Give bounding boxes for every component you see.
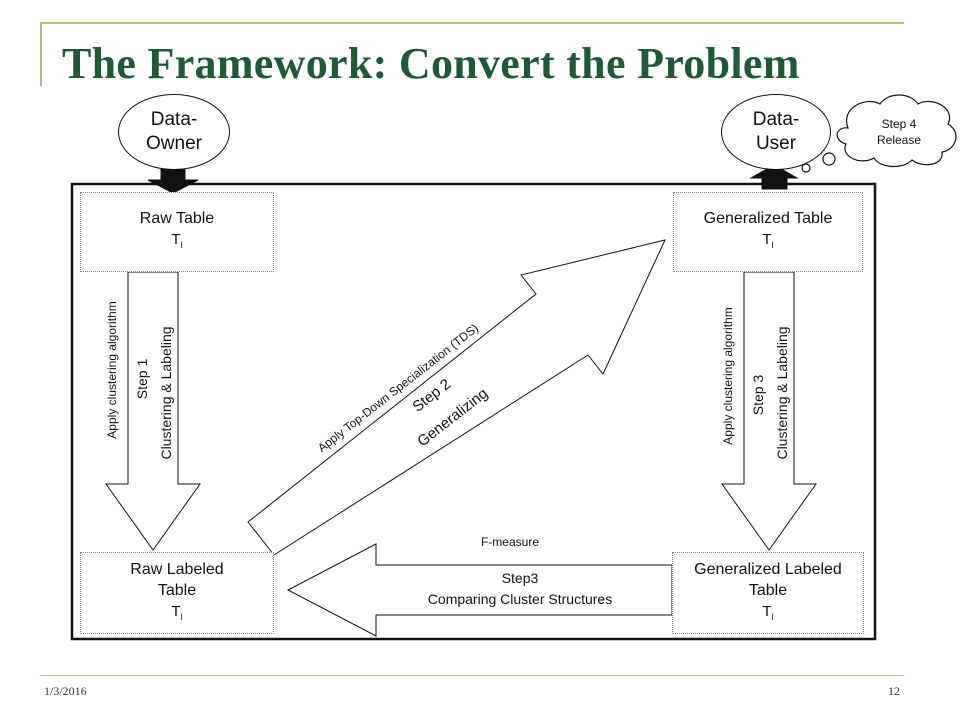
- slide-page-number: 12: [888, 684, 900, 698]
- step3-compare-title: Step3: [501, 570, 539, 586]
- generalized-table-box: Generalized Table Tl: [673, 192, 863, 272]
- release-cloud-line2: Release: [876, 133, 922, 147]
- release-cloud-line1: Step 4: [881, 117, 917, 131]
- owner-to-table-arrow: [147, 165, 199, 194]
- step3-subtitle: Clustering & Labeling: [774, 326, 790, 460]
- step3-side-label: Apply clustering algorithm: [721, 307, 735, 445]
- frame-line-left: [40, 22, 42, 86]
- release-cloud: [836, 94, 957, 168]
- generalized-labeled-table-label-line2: Table: [748, 581, 788, 599]
- raw-table-box: Raw Table Tl: [80, 192, 274, 272]
- raw-labeled-table-symbol: Tl: [171, 602, 183, 622]
- raw-labeled-table-label-line2: Table: [157, 581, 197, 599]
- generalized-table-symbol: Tl: [762, 231, 774, 250]
- table-to-user-arrow: [749, 164, 799, 190]
- step3-arrow: [721, 271, 817, 551]
- step1-title: Step 1: [134, 358, 150, 400]
- step2-arrow: [247, 239, 666, 556]
- step1-side-label: Apply clustering algorithm: [105, 301, 119, 439]
- f-measure-label: F-measure: [480, 535, 539, 549]
- generalized-labeled-table-label-line1: Generalized Labeled: [694, 560, 842, 578]
- step1-arrow: [105, 271, 201, 551]
- step3-title: Step 3: [750, 374, 766, 416]
- slide-date: 1/3/2016: [44, 684, 87, 698]
- raw-labeled-table-label-line1: Raw Labeled: [130, 560, 224, 578]
- data-user-ellipse: Data- User: [721, 94, 831, 170]
- data-user-label-line2: User: [755, 133, 797, 154]
- step3-compare-subtitle: Comparing Cluster Structures: [427, 591, 613, 607]
- release-cloud-text: Step 4 Release: [852, 116, 946, 148]
- generalized-labeled-table-symbol: Tl: [762, 602, 774, 622]
- data-owner-label-line2: Owner: [146, 133, 202, 154]
- framework-container: [70, 182, 877, 641]
- step1-subtitle: Clustering & Labeling: [158, 326, 174, 460]
- raw-labeled-table-box: Raw Labeled Table Tl: [80, 552, 274, 634]
- frame-line-bottom: [40, 675, 904, 676]
- generalized-labeled-table-box: Generalized Labeled Table Tl: [672, 552, 864, 634]
- frame-line-top: [40, 22, 904, 24]
- slide-title: The Framework: Convert the Problem: [62, 39, 800, 88]
- thought-bubble-small: [801, 163, 811, 173]
- generalized-table-label: Generalized Table: [703, 210, 833, 227]
- data-owner-ellipse: Data- Owner: [118, 94, 230, 170]
- data-user-label-line1: Data-: [752, 109, 800, 130]
- data-owner-label-line1: Data-: [150, 109, 198, 130]
- step3-comparing-arrow: [286, 543, 673, 637]
- thought-bubble-medium: [822, 152, 836, 166]
- raw-table-label: Raw Table: [139, 210, 215, 227]
- raw-table-symbol: Tl: [171, 231, 183, 250]
